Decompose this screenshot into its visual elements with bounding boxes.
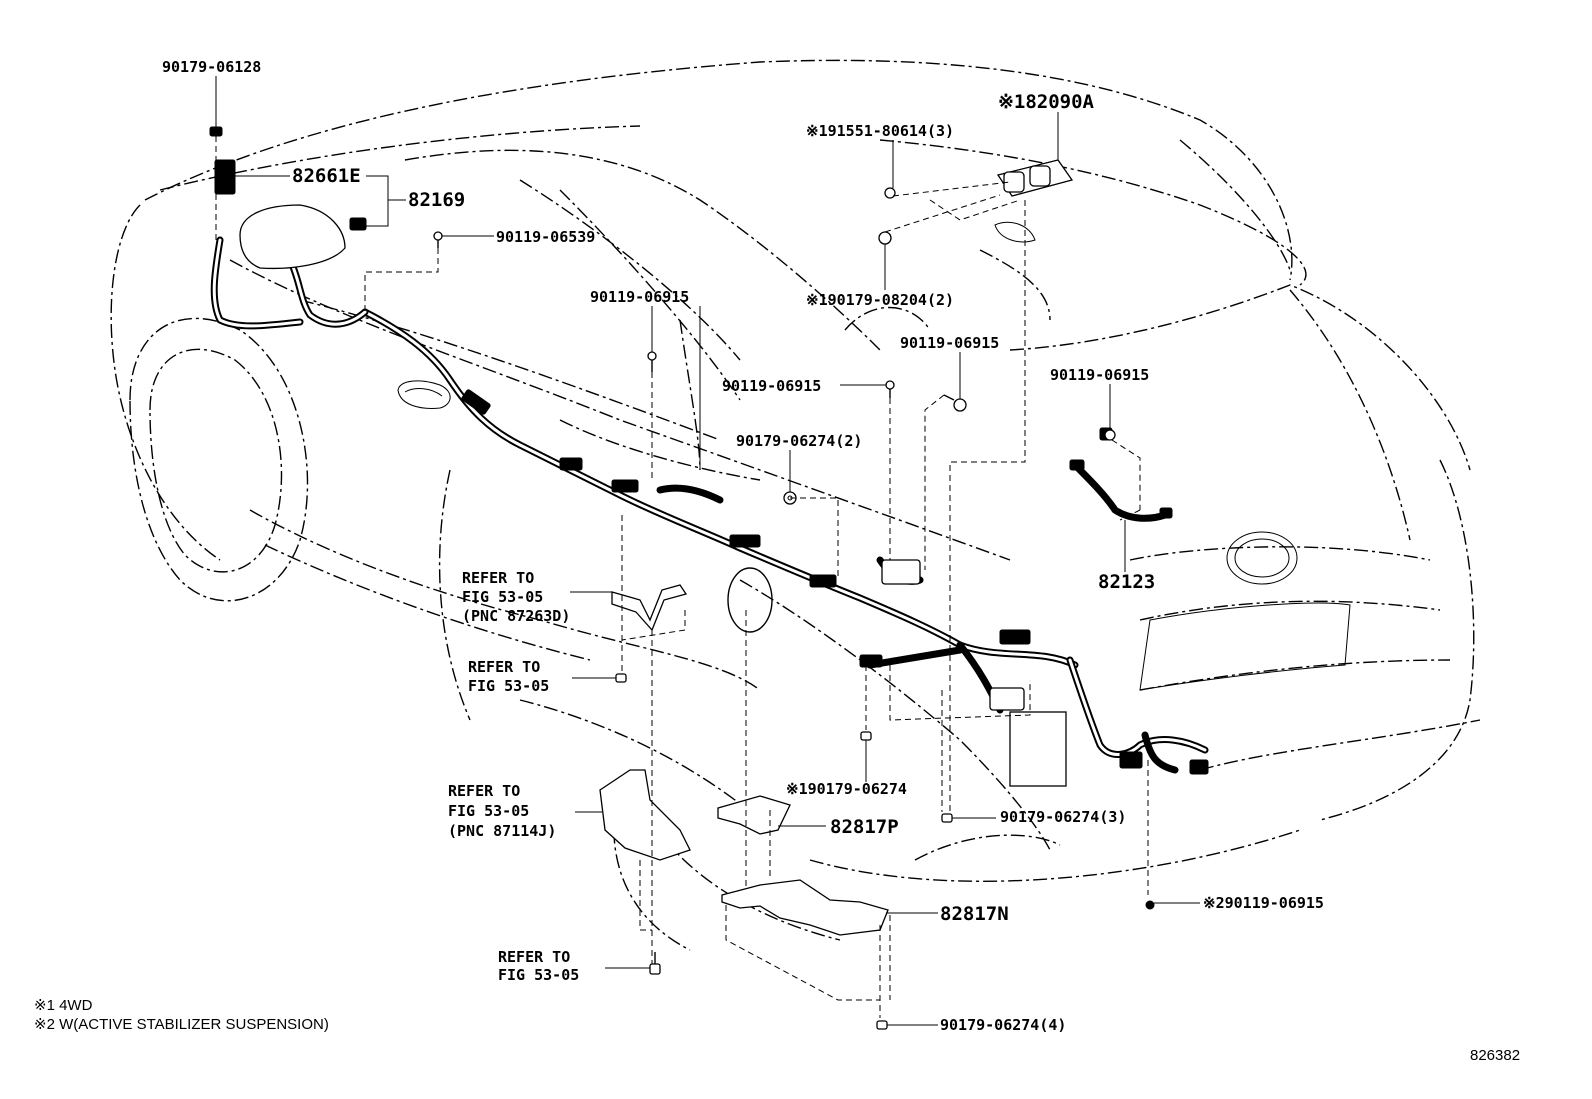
part-82817p (717, 795, 791, 835)
label-90179-06274-4: 90179-06274(4) (940, 1016, 1066, 1034)
label-182090a: ※182090A (998, 91, 1095, 113)
bolt-90179-06128-icon (209, 126, 223, 137)
label-82123: 82123 (1098, 571, 1155, 593)
refer1-line3: (PNC 87263D) (462, 607, 570, 625)
label-190179-08204: ※190179-08204(2) (806, 291, 954, 309)
leader-lines (215, 76, 1200, 1026)
bolt-90119-06915-d-icon (1104, 429, 1116, 441)
bolt-90119-06915-b-icon (885, 380, 895, 398)
footnotes: ※1 4WD ※2 W(ACTIVE STABILIZER SUSPENSION… (34, 997, 1520, 1064)
clip-190179-06274-icon (860, 731, 872, 741)
assembly-lines (215, 136, 1149, 1018)
nut-190179-08204-icon (878, 231, 892, 245)
label-290119-06915: ※290119-06915 (1203, 894, 1324, 912)
detail-circle (727, 567, 773, 633)
label-90119-06915-a: 90119-06915 (590, 288, 689, 306)
clip-refer2-icon (615, 673, 627, 683)
note-4wd: ※1 4WD (34, 997, 93, 1014)
refer4-line2: FIG 53-05 (498, 966, 579, 984)
label-90119-06915-d: 90119-06915 (1050, 366, 1149, 384)
front-wheel (129, 317, 309, 602)
rear-emblem (1139, 531, 1351, 691)
main-wire-harness (210, 236, 1209, 774)
refer1-line1: REFER TO (462, 569, 534, 587)
label-190179-06274: ※190179-06274 (786, 780, 907, 798)
refer3-line1: REFER TO (448, 782, 520, 800)
label-82817n: 82817N (940, 903, 1009, 925)
label-82169: 82169 (408, 189, 465, 211)
label-90119-06539: 90119-06539 (496, 228, 595, 246)
bolt-90119-06915-c-icon (943, 394, 967, 412)
label-90179-06274-3: 90179-06274(3) (1000, 808, 1126, 826)
refer2-line2: FIG 53-05 (468, 677, 549, 695)
note-active-stabilizer: ※2 W(ACTIVE STABILIZER SUSPENSION) (34, 1016, 329, 1033)
label-90119-06915-c: 90119-06915 (900, 334, 999, 352)
bolt-90119-06915-a-icon (647, 351, 657, 372)
refer2-line1: REFER TO (468, 658, 540, 676)
harness-connectors (257, 217, 1209, 787)
bracket-87263d (611, 584, 688, 632)
vehicle-body-outline (110, 59, 1481, 951)
door-handle (397, 380, 451, 409)
refer3-line2: FIG 53-05 (448, 802, 529, 820)
label-191551-80614: ※191551-80614(3) (806, 122, 954, 140)
label-82817p: 82817P (830, 816, 899, 838)
diagram-id: 826382 (1470, 1047, 1520, 1064)
bolt-191551-icon (884, 187, 896, 199)
bolt-290119-06915-icon (1145, 900, 1155, 910)
clip-90179-06274-4-icon (876, 1020, 888, 1030)
label-90119-06915-b: 90119-06915 (722, 377, 821, 395)
part-labels: 90179-06128 82661E 82169 90119-06539 ※18… (162, 58, 1324, 1034)
refer4-line1: REFER TO (498, 948, 570, 966)
refer3-line3: (PNC 87114J) (448, 822, 556, 840)
bolt-refer4-icon (649, 952, 661, 975)
label-82661e: 82661E (292, 165, 361, 187)
refer1-line2: FIG 53-05 (462, 588, 543, 606)
clip-90179-06274-3-icon (941, 813, 953, 823)
bolt-90119-06539-icon (433, 231, 443, 248)
part-82817n (721, 879, 889, 936)
label-90179-06274-2: 90179-06274(2) (736, 432, 862, 450)
part-82661e-82169 (214, 159, 346, 270)
shield-87114j (599, 769, 691, 861)
fasteners (209, 126, 1155, 1030)
label-90179-06128: 90179-06128 (162, 58, 261, 76)
part-182090a (994, 159, 1074, 243)
